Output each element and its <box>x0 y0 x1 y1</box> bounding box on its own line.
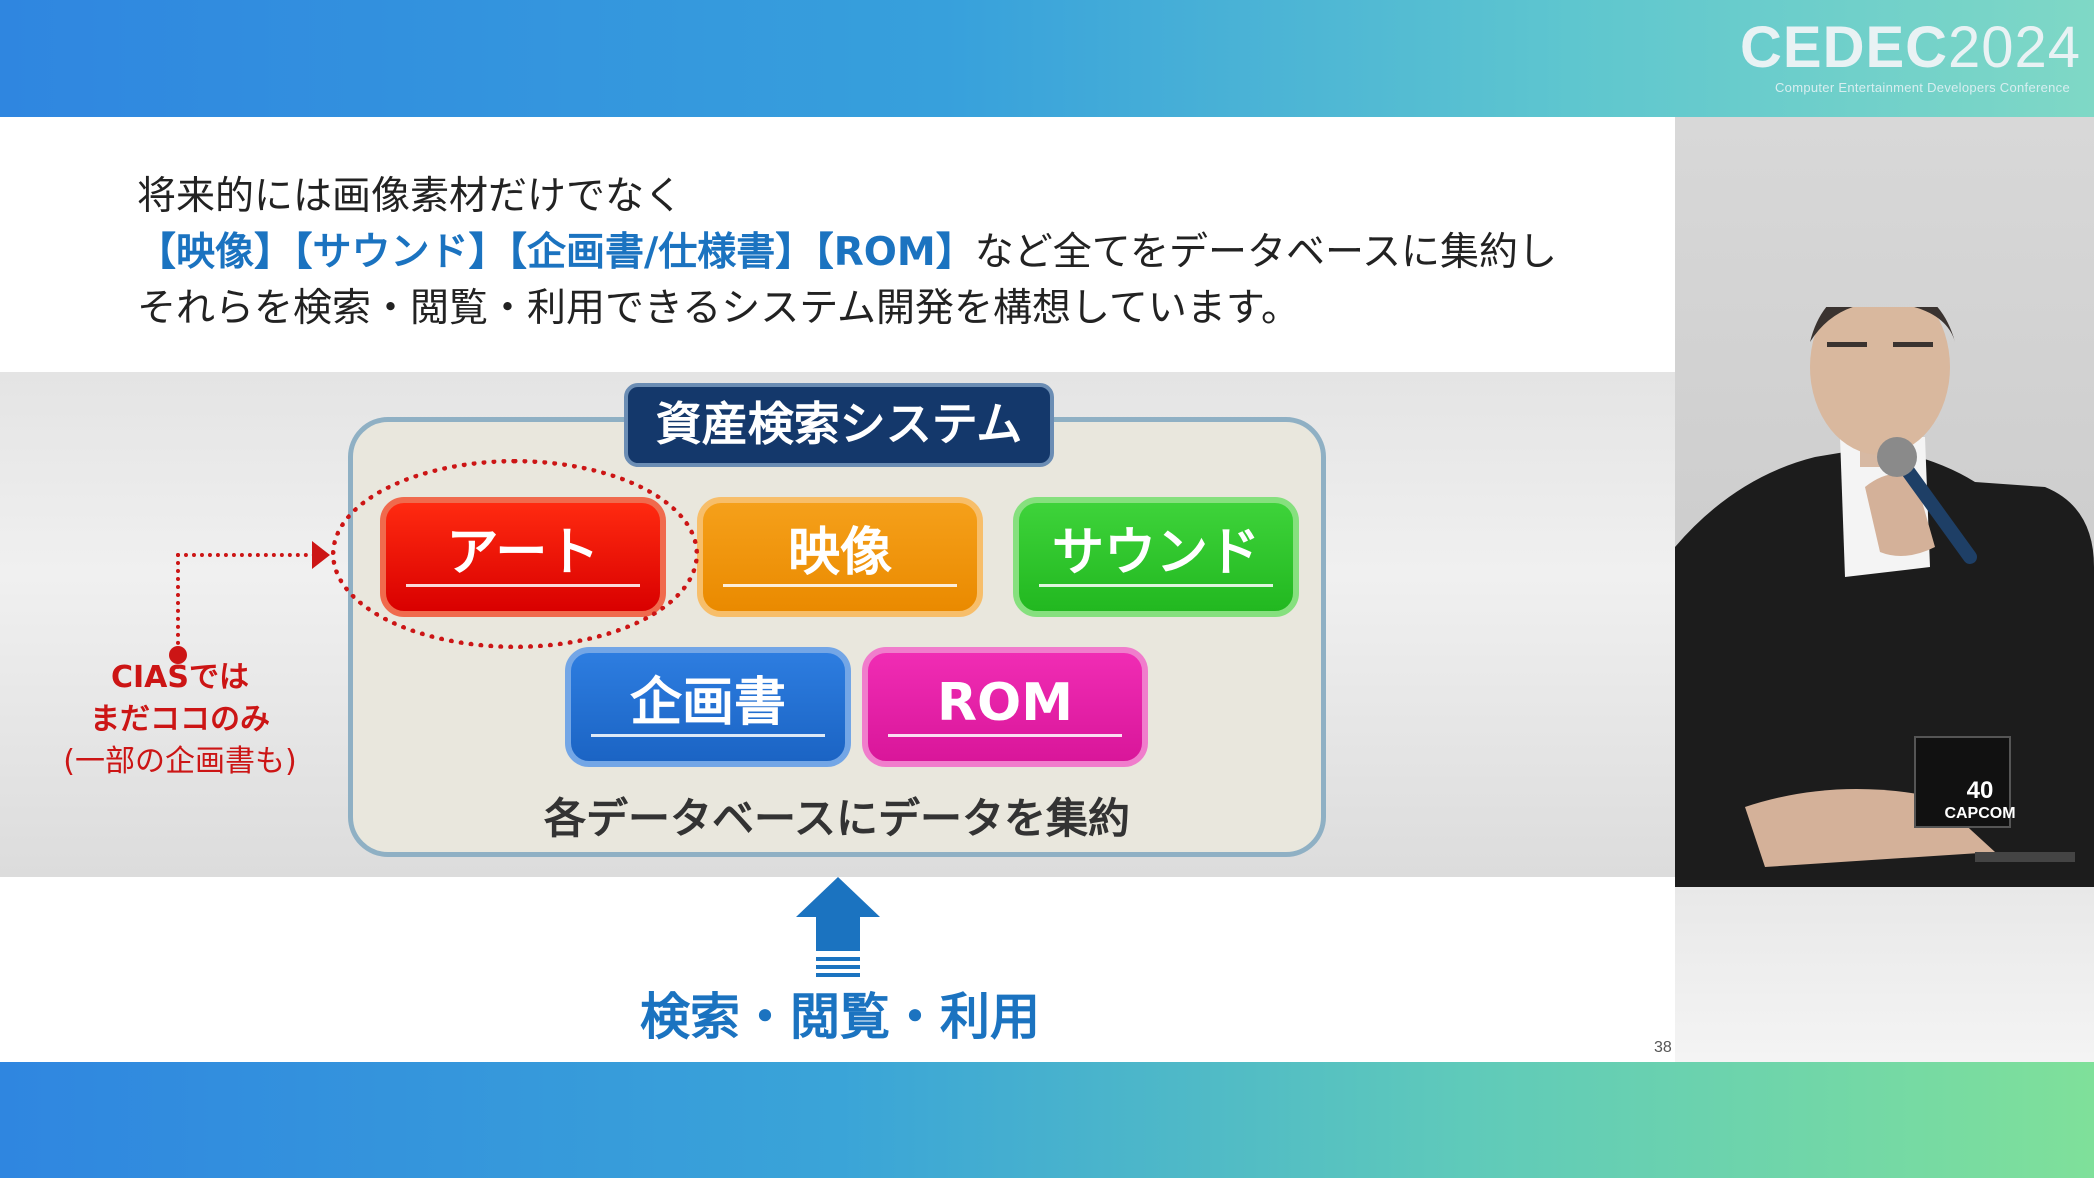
intro-line-2-rest: など全てをデータベースに集約し <box>974 230 1558 275</box>
db-plan-block: 企画書 <box>565 647 851 767</box>
bottom-banner <box>0 1062 2094 1178</box>
leader-arrow-icon <box>312 541 330 569</box>
intro-line-2: 【映像】【サウンド】【企画書/仕様書】【ROM】など全てをデータベースに集約し <box>137 225 1557 281</box>
slide-intro-text: 将来的には画像素材だけでなく 【映像】【サウンド】【企画書/仕様書】【ROM】な… <box>137 169 1557 337</box>
cias-note-line-2: まだココのみ <box>90 702 270 737</box>
aggregate-label: 各データベースにデータを集約 <box>544 794 1130 843</box>
cias-note: CIASでは まだココのみ (一部の企画書も) <box>40 657 320 783</box>
cedec-logo: CEDEC2024 Computer Entertainment Develop… <box>1740 15 2082 96</box>
up-arrow-icon <box>796 877 880 977</box>
cias-note-line-1: CIASでは <box>110 660 249 695</box>
badge-brand: CAPCOM <box>1944 805 2016 822</box>
presentation-slide: 将来的には画像素材だけでなく 【映像】【サウンド】【企画書/仕様書】【ROM】な… <box>0 117 1675 1062</box>
cias-note-line-3: (一部の企画書も) <box>63 744 297 779</box>
desk <box>1675 885 2094 1062</box>
page-number: 38 <box>1654 1039 1672 1056</box>
intro-line-3: それらを検索・閲覧・利用できるシステム開発を構想しています。 <box>137 286 1300 331</box>
speaker-video-panel: 40 CAPCOM <box>1675 117 2094 1062</box>
access-label: 検索・閲覧・利用 <box>640 988 1040 1046</box>
db-sound-block: サウンド <box>1013 497 1299 617</box>
logo-title: CEDEC2024 <box>1740 15 2082 80</box>
intro-line-1: 将来的には画像素材だけでなく <box>137 174 684 219</box>
leader-dot <box>169 646 187 664</box>
logo-subtitle: Computer Entertainment Developers Confer… <box>1774 80 2070 95</box>
speaker-badge: 40 CAPCOM <box>1925 777 2035 823</box>
top-banner <box>0 0 2094 117</box>
highlight-ellipse <box>331 459 699 649</box>
db-video-block: 映像 <box>697 497 983 617</box>
leader-line-vertical <box>176 553 180 669</box>
leader-line-horizontal <box>176 553 316 557</box>
badge-number: 40 <box>1966 777 1994 804</box>
intro-keywords: 【映像】【サウンド】【企画書/仕様書】【ROM】 <box>137 230 975 275</box>
speaker-figure <box>1675 307 2094 887</box>
system-title: 資産検索システム <box>624 383 1054 467</box>
db-rom-block: ROM <box>862 647 1148 767</box>
